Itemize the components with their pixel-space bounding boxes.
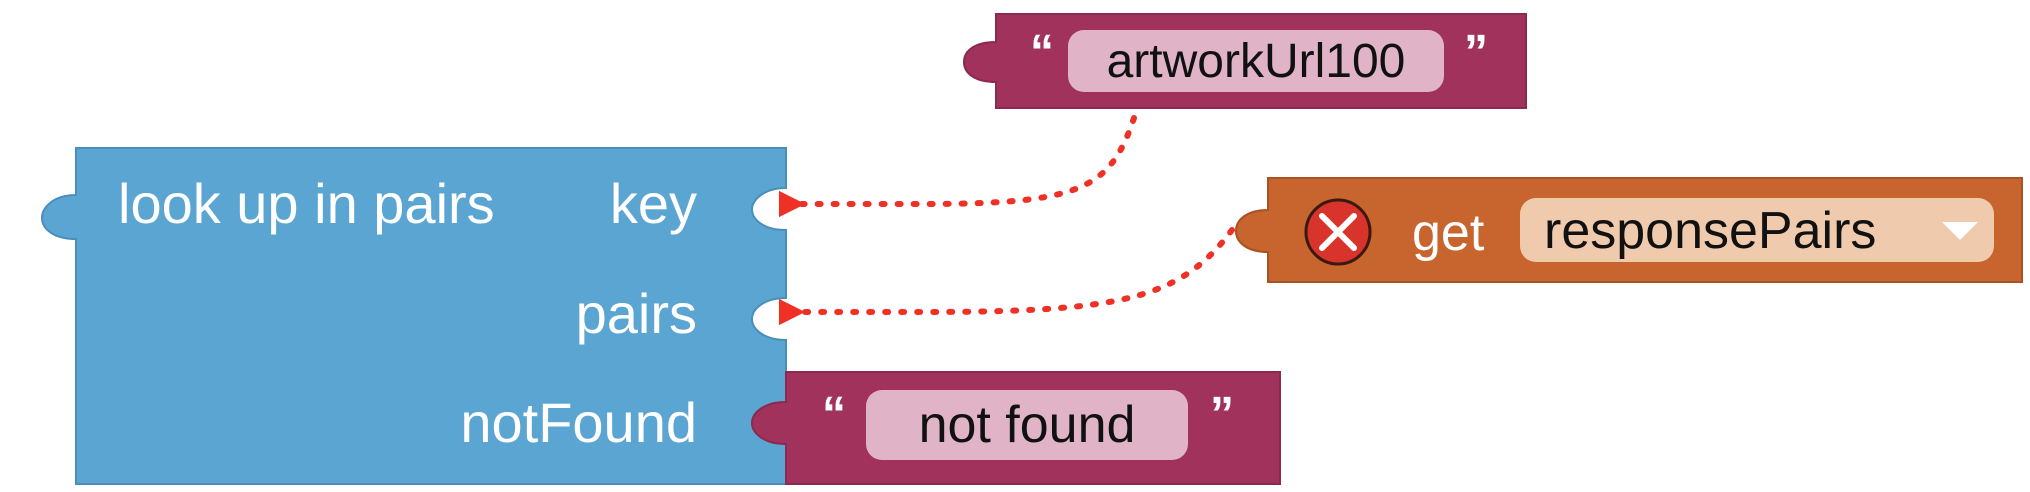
artwork-text-field[interactable] [1068,30,1444,92]
artwork-close-quote: ” [1464,26,1488,79]
artwork-text-value: artworkUrl100 [1107,35,1406,88]
lookup-input-pairs-label: pairs [576,282,697,345]
error-x-icon[interactable] [1304,198,1372,266]
variable-dropdown[interactable]: responsePairs [1520,198,1994,262]
text-block-artwork-url[interactable]: “ artworkUrl100 ” [962,13,1527,109]
lookup-in-pairs-block[interactable]: look up in pairs key pairs notFound [40,147,787,485]
notfound-text-value: not found [919,396,1136,454]
artwork-open-quote: “ [1030,26,1054,79]
get-block-label: get [1412,204,1485,262]
chevron-down-icon [1942,222,1978,240]
get-variable-block[interactable]: get responsePairs [1234,177,2023,283]
notfound-text-field[interactable] [866,390,1188,460]
variable-dropdown-value: responsePairs [1544,202,1876,260]
arrow-artwork-to-key [778,115,1137,218]
notfound-open-quote: “ [822,388,846,441]
arrow-get-to-pairs [778,227,1235,326]
notfound-close-quote: ” [1210,388,1234,441]
lookup-block-title: look up in pairs [118,172,495,235]
lookup-input-key-label: key [610,172,697,235]
lookup-input-notfound-label: notFound [460,391,697,454]
text-block-not-found[interactable]: “ not found ” [750,371,1281,485]
